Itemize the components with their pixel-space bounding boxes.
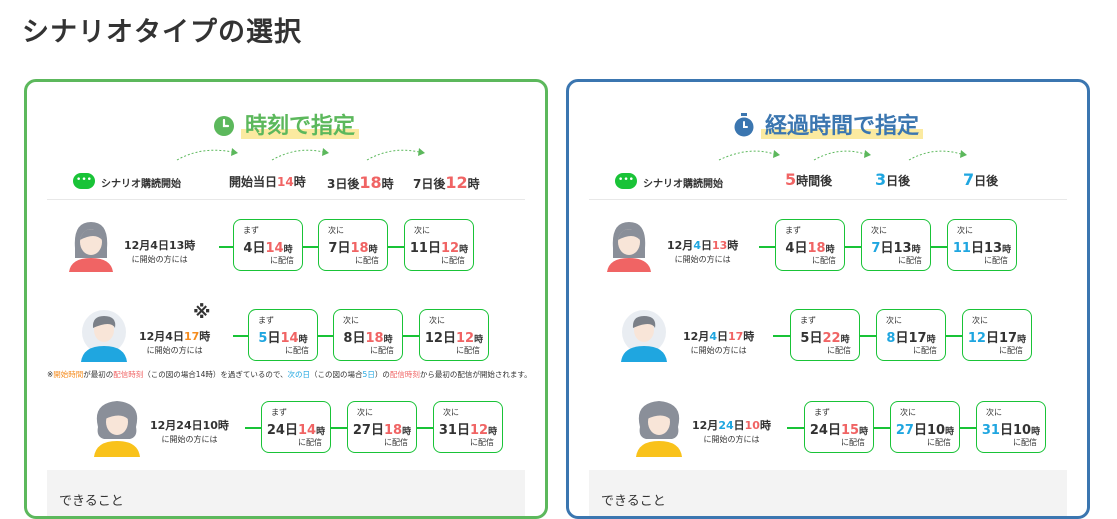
delivery-bubble: まず 24日14時 に配信 <box>261 401 331 453</box>
delivery-bubble: 次に 11日12時 に配信 <box>404 219 474 271</box>
timeline-step-1: 5時間後 <box>785 170 833 189</box>
woman-avatar <box>69 222 113 272</box>
man-avatar <box>621 310 667 362</box>
timeline-step-3: 7日後12時 <box>413 173 480 192</box>
delivery-bubble: 次に 31日10時 に配信 <box>976 401 1046 453</box>
delivery-bubble: まず 4日14時 に配信 <box>233 219 303 271</box>
woman-curly-avatar <box>636 401 682 457</box>
delivery-bubble: 次に 8日17時 に配信 <box>876 309 946 361</box>
scenario-type-elapsed-card[interactable]: 経過時間で指定 ••• シナリオ購読開始 5時間後 3日後 7日後 12月4日1… <box>566 79 1090 519</box>
scenario-type-time-card[interactable]: 時刻で指定 ••• シナリオ購読開始 開始当日14時 3日後18時 7日後12時… <box>24 79 548 519</box>
start-time-text: 12月24日10時に開始の方には <box>150 419 229 444</box>
divider <box>47 199 525 200</box>
start-time-text: 12月4日17時に開始の方には <box>139 330 211 355</box>
delivery-bubble: まず 5日14時 に配信 <box>248 309 318 361</box>
timeline-arrows <box>718 150 967 161</box>
line-icon: ••• <box>615 173 637 189</box>
clock-icon <box>213 115 235 141</box>
woman-avatar <box>607 222 651 272</box>
stopwatch-icon <box>733 113 755 141</box>
delivery-bubble: 次に 8日18時 に配信 <box>333 309 403 361</box>
start-time-text: 12月4日13時に開始の方には <box>124 239 196 264</box>
start-time-text: 12月24日10時に開始の方には <box>692 419 771 444</box>
delivery-bubble: 次に 27日18時 に配信 <box>347 401 417 453</box>
divider <box>589 199 1067 200</box>
start-label: シナリオ購読開始 <box>643 179 723 190</box>
start-label: シナリオ購読開始 <box>101 179 181 190</box>
timeline-step-1: 開始当日14時 <box>229 175 306 189</box>
woman-curly-avatar <box>94 401 140 457</box>
time-timeline: ••• シナリオ購読開始 開始当日14時 3日後18時 7日後12時 <box>27 168 545 200</box>
delivery-bubble: 次に 7日18時 に配信 <box>318 219 388 271</box>
timeline-arrows <box>176 148 425 161</box>
note-mark: ※ <box>193 302 211 323</box>
delivery-bubble: 次に 12日12時 に配信 <box>419 309 489 361</box>
man-avatar <box>81 310 127 362</box>
delivery-bubble: 次に 7日13時 に配信 <box>861 219 931 271</box>
timeline-step-3: 7日後 <box>963 170 999 189</box>
elapsed-card-title: 経過時間で指定 <box>569 108 1087 141</box>
elapsed-timeline: ••• シナリオ購読開始 5時間後 3日後 7日後 <box>569 168 1087 200</box>
line-icon: ••• <box>73 173 95 189</box>
start-time-text: 12月4日17時に開始の方には <box>683 330 755 355</box>
timeline-step-2: 3日後 <box>875 170 911 189</box>
delivery-bubble: まず 4日18時 に配信 <box>775 219 845 271</box>
note-text: ※開始時間が最初の配信時刻（この図の場合14時）を過ぎているので、次の日（この図… <box>47 370 532 379</box>
timeline-step-2: 3日後18時 <box>327 173 394 192</box>
delivery-bubble: まず 24日15時 に配信 <box>804 401 874 453</box>
delivery-bubble: 次に 11日13時 に配信 <box>947 219 1017 271</box>
delivery-bubble: まず 5日22時 に配信 <box>790 309 860 361</box>
page-title: シナリオタイプの選択 <box>22 17 302 48</box>
start-time-text: 12月4日13時に開始の方には <box>667 239 739 264</box>
delivery-bubble: 次に 12日17時 に配信 <box>962 309 1032 361</box>
delivery-bubble: 次に 31日12時 に配信 <box>433 401 503 453</box>
time-card-title: 時刻で指定 <box>27 108 545 141</box>
delivery-bubble: 次に 27日10時 に配信 <box>890 401 960 453</box>
